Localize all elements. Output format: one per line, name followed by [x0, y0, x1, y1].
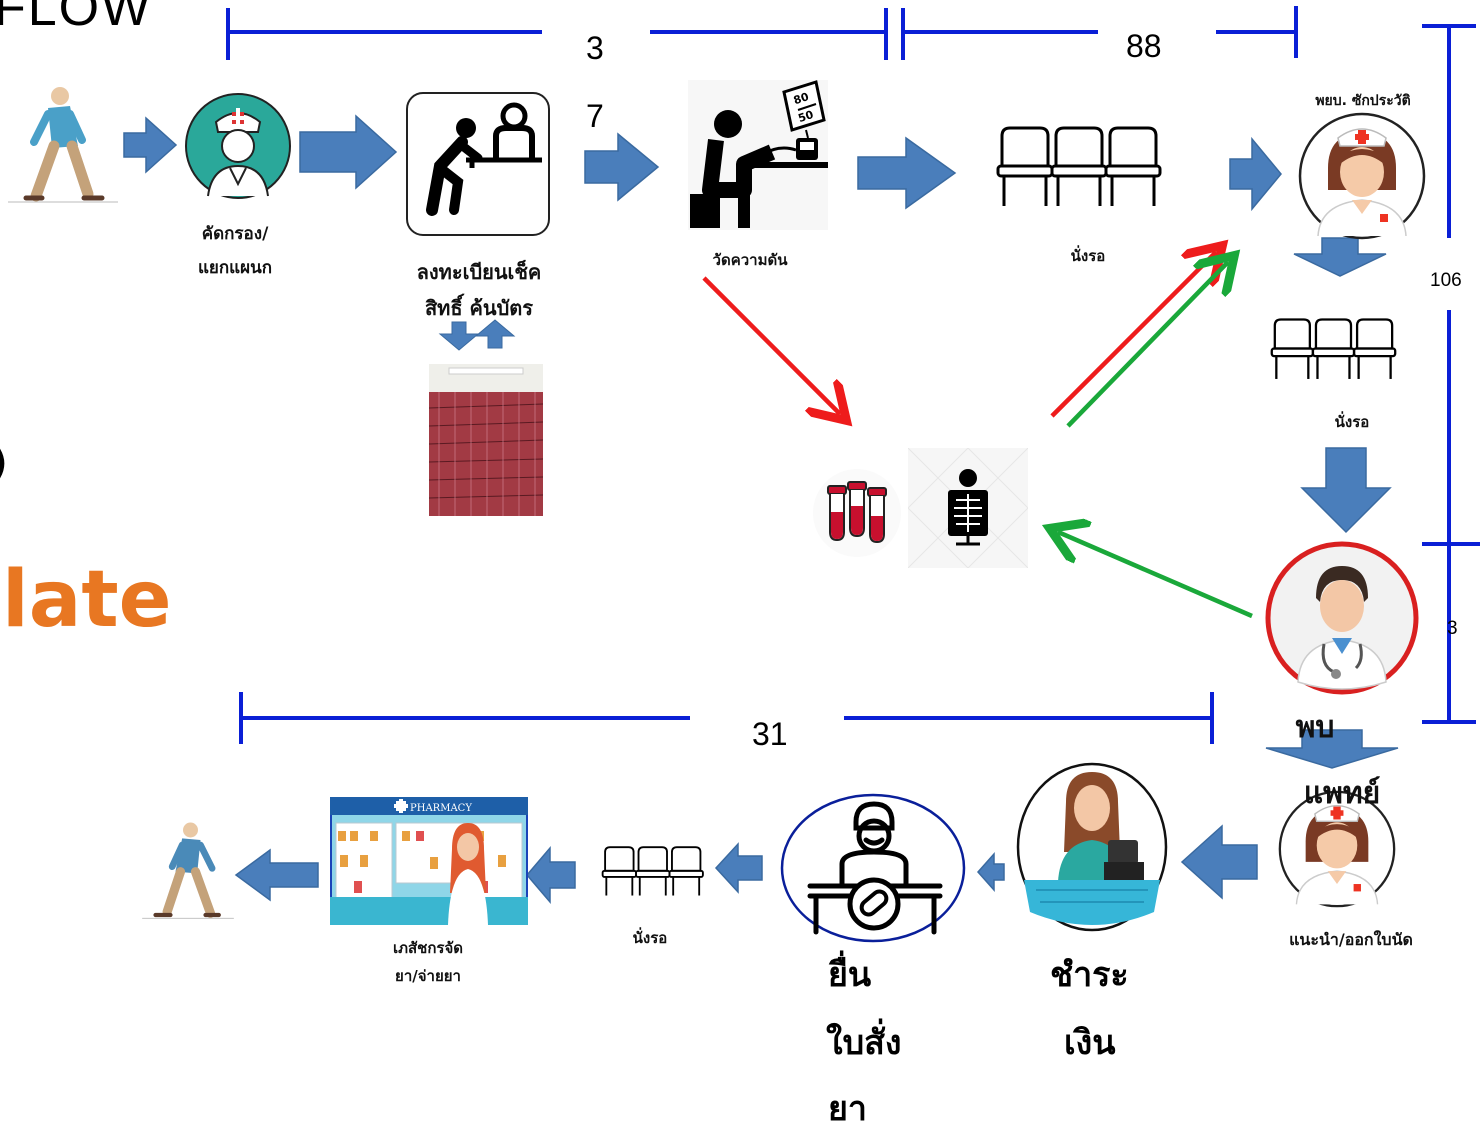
flow-title-fragment: FLOW: [0, 0, 153, 37]
duration-4: 106: [1430, 270, 1462, 291]
flow-arrow-left-5: [234, 848, 319, 902]
green-arrow-to-nurse: [1066, 262, 1228, 428]
blood-test-icon: [813, 469, 901, 557]
pharmacy-icon: PHARMACY: [330, 797, 528, 925]
advice-label: แนะนำ/ออกใบนัด: [1289, 930, 1413, 949]
records-arrow-up-icon: [474, 319, 516, 349]
cashier-icon: [1016, 762, 1168, 932]
wait-label-1: นั่งรอ: [1070, 247, 1106, 265]
flow-arrow-5: [1229, 136, 1282, 212]
timeline-top: [226, 6, 1298, 60]
walking-person-icon: [8, 87, 118, 203]
timeline-right: [1422, 24, 1480, 724]
wait-label-3: นั่งรอ: [632, 929, 668, 947]
walking-person-icon: [142, 822, 234, 919]
submit-label-line2: ใบสั่ง: [826, 1023, 902, 1063]
flow-arrow-3: [584, 132, 660, 202]
flow-arrow-down-2: [1300, 447, 1392, 534]
flow-arrow-down-1: [1293, 237, 1387, 277]
flow-arrow-2: [299, 114, 398, 190]
bp-monitor-bottom: 50: [797, 108, 816, 125]
wait-label-2: นั่งรอ: [1334, 413, 1370, 431]
waiting-chairs-icon: [996, 126, 1162, 208]
red-arrow-to-nurse: [1050, 252, 1216, 418]
registration-desk-icon: [406, 92, 550, 236]
submit-label-line3: ยา: [828, 1089, 868, 1129]
flow-arrow-left-2: [976, 852, 1005, 892]
waiting-chairs-icon: [1270, 318, 1397, 381]
doctor-label-line2: แพทย์: [1303, 776, 1381, 811]
duration-6: 31: [752, 716, 788, 752]
doctor-label-line1: พบ: [1295, 710, 1335, 745]
red-arrow-to-lab: [702, 276, 840, 414]
records-arrow-down-icon: [438, 321, 480, 351]
payment-label-line1: ชำระ: [1050, 955, 1129, 995]
flow-arrow-left-1: [1180, 824, 1258, 900]
nurse-icon: [1298, 112, 1426, 240]
pharmacist-desk-icon: [780, 793, 966, 943]
payment-label-line2: เงิน: [1064, 1023, 1116, 1063]
flow-arrow-down-3: [1265, 729, 1399, 769]
doctor-icon: [1265, 541, 1419, 695]
register-label-line2: สิทธิ์ ค้นบัตร: [424, 296, 534, 320]
orange-title-fragment: late: [2, 555, 172, 645]
flow-arrow-left-4: [526, 845, 576, 905]
duration-5: 3: [1447, 618, 1458, 639]
bp-monitor-top: 80: [792, 90, 811, 107]
duration-3: 88: [1126, 28, 1162, 64]
triage-label-line2: แยกแผนก: [197, 258, 273, 278]
bp-label: วัดความดัน: [712, 251, 788, 269]
triage-label-line1: คัดกรอง/: [201, 224, 269, 244]
timeline-bottom: [239, 692, 1214, 744]
xray-icon: [908, 448, 1028, 568]
pharmacy-sign: PHARMACY: [410, 803, 472, 814]
pharmacy-label-line1: เภสัชกรจัด: [392, 939, 464, 957]
flow-arrow-left-3: [714, 842, 763, 894]
waiting-chairs-icon: [601, 846, 704, 897]
duration-1: 3: [586, 30, 604, 66]
flow-arrow-4: [857, 136, 957, 210]
blood-pressure-icon: 80 50: [688, 80, 828, 230]
partial-circle-icon: [0, 448, 5, 479]
green-arrow-to-lab: [1058, 532, 1253, 619]
medical-records-icon: [429, 364, 543, 516]
register-label-line1: ลงทะเบียนเช็ค: [416, 260, 542, 284]
nurse-history-label: พยบ. ซักประวัติ: [1315, 93, 1411, 109]
triage-nurse-icon: [185, 93, 291, 199]
duration-2: 7: [586, 98, 604, 134]
pharmacy-label-line2: ยา/จ่ายยา: [395, 967, 461, 985]
submit-label-line1: ยื่น: [828, 955, 872, 995]
flow-arrow-1: [123, 116, 178, 174]
